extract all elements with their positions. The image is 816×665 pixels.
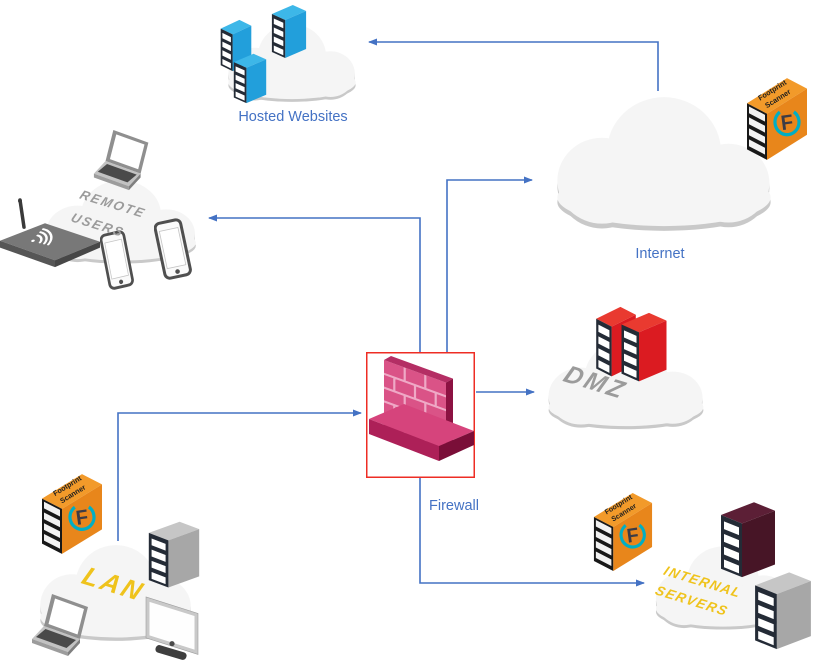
firewall-base bbox=[369, 404, 474, 461]
web-server-icon[interactable] bbox=[271, 5, 307, 58]
laptop-icon[interactable] bbox=[93, 130, 149, 191]
internal-server-icon[interactable] bbox=[721, 502, 775, 578]
hosted-websites-label: Hosted Websites bbox=[238, 109, 347, 125]
internet-label: Internet bbox=[635, 246, 684, 262]
footprint-scanner-internal[interactable] bbox=[592, 491, 654, 573]
connector-firewall-to-internal-servers[interactable] bbox=[419, 477, 645, 587]
footprint-scanner-internet[interactable] bbox=[745, 75, 809, 162]
internet-cloud[interactable] bbox=[557, 97, 771, 231]
connector-firewall-to-internet[interactable] bbox=[446, 176, 533, 353]
firewall-wall-top-edge bbox=[384, 356, 453, 383]
lan-server-icon[interactable] bbox=[148, 521, 200, 588]
connector-firewall-to-remote-users[interactable] bbox=[208, 214, 421, 353]
internal-server-icon[interactable] bbox=[755, 572, 811, 650]
firewall-label: Firewall bbox=[429, 498, 479, 514]
firewall-shape[interactable] bbox=[366, 352, 475, 478]
dmz-server-icon[interactable] bbox=[621, 312, 667, 382]
connector-lan-to-firewall[interactable] bbox=[117, 409, 362, 541]
connector-internet-to-hosted-websites[interactable] bbox=[368, 38, 659, 91]
footprint-scanner-lan[interactable] bbox=[40, 471, 104, 556]
web-server-icon[interactable] bbox=[233, 53, 267, 104]
